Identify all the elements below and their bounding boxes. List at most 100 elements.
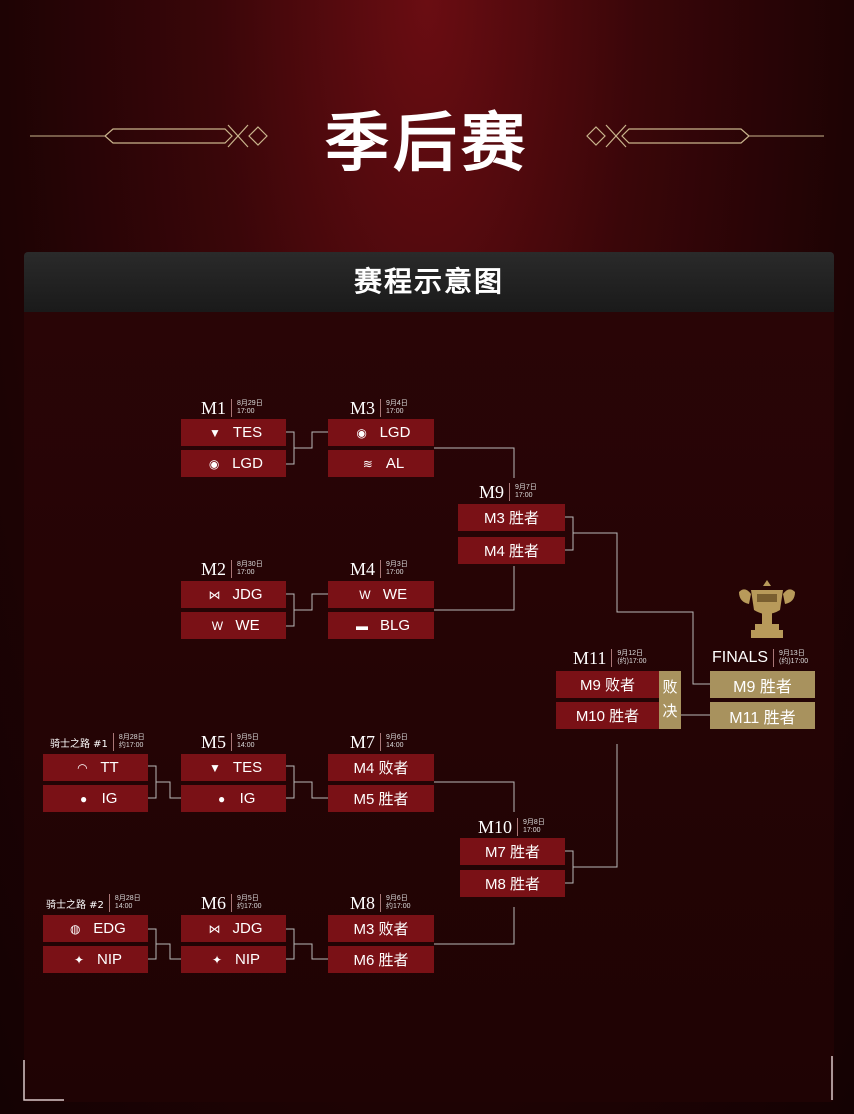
match-time: 17:00	[237, 408, 255, 415]
nip-logo-icon: ✦	[211, 952, 223, 967]
edg-logo-icon: ◍	[69, 921, 81, 936]
match-date: 9月3日	[386, 561, 408, 568]
match-time: 约17:00	[118, 742, 144, 749]
match-slot-m10-slot2[interactable]: M8 胜者	[460, 870, 565, 897]
match-slot-m4-team2[interactable]: ▬BLG	[328, 612, 434, 639]
match-code: M11	[573, 647, 607, 668]
match-date: 9月4日	[386, 400, 408, 407]
match-code: FINALS	[712, 649, 769, 666]
match-code: M7	[350, 731, 376, 752]
match-slot-m5-team2[interactable]: ●IG	[181, 785, 286, 812]
match-date: 9月5日	[237, 734, 259, 741]
lgd-logo-icon: ◉	[356, 425, 367, 440]
match-slot-m11-slot1[interactable]: M9 败者	[556, 671, 659, 698]
match-slot-m2-team1[interactable]: ⋈JDG	[181, 581, 286, 608]
match-slot-m7-slot1[interactable]: M4 败者	[328, 754, 434, 781]
jdg-logo-icon: ⋈	[208, 587, 221, 602]
match-slot-finals-slot1[interactable]: M9 胜者	[710, 671, 815, 698]
match-slot-m1-team2[interactable]: ◉LGD	[181, 450, 286, 477]
nip-logo-icon: ✦	[73, 952, 85, 967]
match-date: 8月30日	[237, 561, 263, 568]
match-label-m6: M6 9月5日约17:00	[201, 892, 262, 914]
match-date: 9月6日	[386, 895, 408, 902]
match-time: 17:00	[386, 408, 404, 415]
match-slot-kr2-team1[interactable]: ◍EDG	[43, 915, 148, 942]
tes-logo-icon: ▼	[208, 425, 221, 440]
trophy-icon	[739, 580, 795, 638]
title-decoration	[30, 124, 824, 148]
match-time: 17:00	[386, 569, 404, 576]
match-date: 8月28日	[118, 734, 145, 741]
match-slot-kr1-team2[interactable]: ●IG	[43, 785, 148, 812]
jdg-logo-icon: ⋈	[208, 921, 221, 936]
match-code: M10	[478, 816, 513, 837]
match-slot-m1-team1[interactable]: ▼TES	[181, 419, 286, 446]
match-code: M5	[201, 731, 227, 752]
match-slot-finals-slot2[interactable]: M11 胜者	[710, 702, 815, 729]
match-date: 9月5日	[237, 895, 259, 902]
tt-logo-icon: ◠	[77, 760, 88, 775]
match-label-m11: M11 9月12日(约)17:00	[573, 647, 647, 669]
match-code: M3	[350, 397, 376, 418]
match-slot-m6-team2[interactable]: ✦NIP	[181, 946, 286, 973]
match-code: M6	[201, 892, 227, 913]
match-date: 9月13日	[779, 650, 805, 657]
match-date: 8月29日	[237, 400, 263, 407]
match-code: M2	[201, 558, 227, 579]
match-time: 约17:00	[386, 903, 411, 910]
blg-logo-icon: ▬	[355, 618, 368, 633]
lgd-logo-icon: ◉	[208, 456, 220, 471]
match-label-knights-road-1: 骑士之路 #1 8月28日约17:00	[50, 731, 145, 753]
match-slot-kr1-team1[interactable]: ◠TT	[43, 754, 148, 781]
match-date: 9月6日	[386, 734, 408, 741]
ig-logo-icon: ●	[79, 791, 88, 806]
al-logo-icon: ≋	[362, 456, 373, 471]
match-time: 14:00	[237, 742, 255, 749]
panel-title: 赛程示意图	[24, 252, 834, 312]
match-code: M8	[350, 892, 376, 913]
match-code: 骑士之路 #2	[46, 899, 104, 911]
match-date: 8月28日	[114, 895, 141, 902]
match-code: M9	[479, 481, 505, 502]
match-slot-m6-team1[interactable]: ⋈JDG	[181, 915, 286, 942]
match-slot-m9-slot2[interactable]: M4 胜者	[458, 537, 565, 564]
match-time: (约)17:00	[617, 658, 647, 665]
match-code: 骑士之路 #1	[50, 738, 108, 750]
decider-badge: 败 决	[659, 671, 681, 729]
match-slot-m9-slot1[interactable]: M3 胜者	[458, 504, 565, 531]
we-logo-icon: W	[211, 618, 224, 633]
match-slot-m7-slot2[interactable]: M5 胜者	[328, 785, 434, 812]
match-slot-m8-slot2[interactable]: M6 胜者	[328, 946, 434, 973]
match-slot-m8-slot1[interactable]: M3 败者	[328, 915, 434, 942]
match-time: 14:00	[114, 903, 133, 910]
match-time: 17:00	[515, 492, 533, 499]
match-date: 9月7日	[515, 484, 537, 491]
we-logo-icon: W	[359, 587, 371, 602]
match-slot-m10-slot1[interactable]: M7 胜者	[460, 838, 565, 865]
match-time: 17:00	[237, 569, 255, 576]
match-slot-kr2-team2[interactable]: ✦NIP	[43, 946, 148, 973]
match-slot-m11-slot2[interactable]: M10 胜者	[556, 702, 659, 729]
match-slot-m3-team2[interactable]: ≋AL	[328, 450, 434, 477]
tes-logo-icon: ▼	[208, 760, 221, 775]
match-time: 约17:00	[237, 903, 262, 910]
match-code: M4	[350, 558, 376, 579]
ig-logo-icon: ●	[217, 791, 226, 806]
match-code: M1	[201, 397, 227, 418]
match-slot-m5-team1[interactable]: ▼TES	[181, 754, 286, 781]
page-title: 季后赛	[325, 107, 529, 181]
match-slot-m3-team1[interactable]: ◉LGD	[328, 419, 434, 446]
match-time: (约)17:00	[779, 658, 809, 665]
